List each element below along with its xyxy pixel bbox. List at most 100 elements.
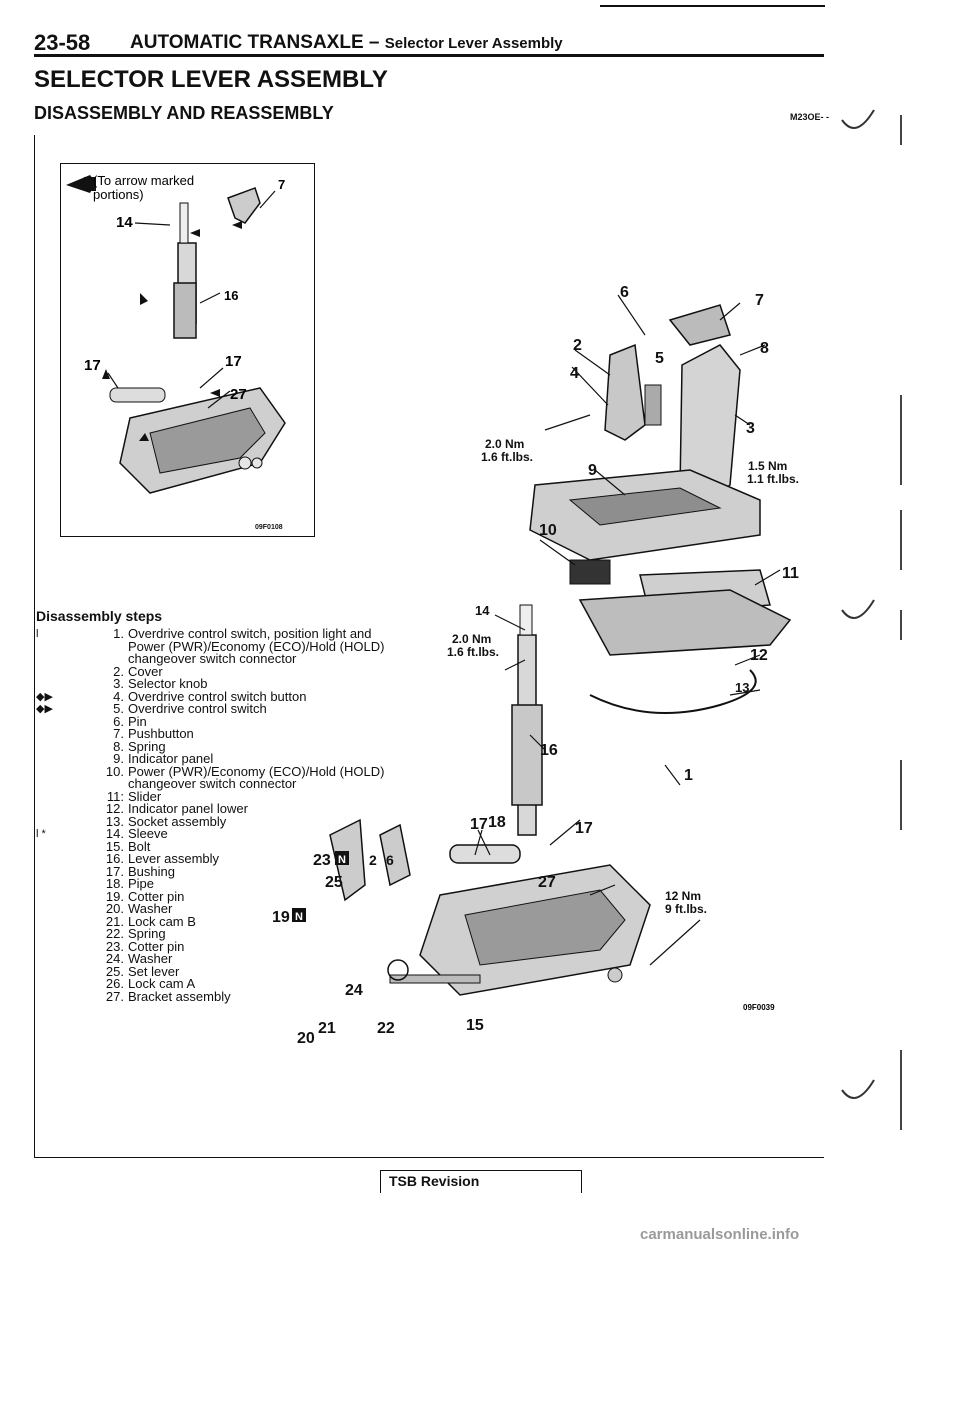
step-label: Pin [128,713,147,729]
svg-text:N: N [295,911,303,923]
list-item: 16.Lever assembly [36,852,436,866]
binder-line [900,610,902,640]
callout-27: 27 [230,386,247,403]
callout-16: 16 [224,288,238,303]
step-number: 11: [106,788,124,804]
step-label: Slider [128,788,162,804]
binder-line [900,1050,902,1130]
list-item: l 1. Overdrive control switch, position li… [36,626,436,641]
callout-14: 14 [475,603,490,618]
callout-8: 8 [760,340,769,357]
step-number: 13. [105,813,124,829]
step-label: Power (PWR)/Economy (ECO)/Hold (HOLD) [128,763,385,779]
step-label: Set lever [128,963,180,979]
step-label: changeover switch connector [128,776,297,791]
list-item: Power (PWR)/Economy (ECO)/Hold (HOLD) [36,638,436,654]
binder-marks [841,109,875,1099]
torque-ft: 9 ft.lbs. [665,902,707,916]
step-label: Cotter pin [128,888,185,904]
torque-nm: 12 Nm [665,889,701,903]
callout-7: 7 [755,292,764,309]
section-name: AUTOMATIC TRANSAXLE [130,32,364,53]
callout-22: 22 [377,1020,395,1037]
step-mark: l [36,628,39,640]
callout-2: 2 [573,337,582,354]
callout-5: 5 [655,350,664,367]
callout-13: 13 [735,680,749,695]
step-label: Overdrive control switch button [128,688,307,704]
callout-25: 25 [325,874,343,891]
step-number: 24. [105,951,124,966]
step-number: 12. [105,801,124,816]
subsection-name: Selector Lever Assembly [384,35,563,52]
torque-nm: 1.5 Nm [748,459,787,473]
step-label: Bolt [128,838,151,854]
service-badge: N [335,851,349,866]
callout-4: 4 [570,365,579,382]
step-number: 23. [105,938,124,954]
callout-19: 19 [272,909,290,926]
list-item: 27.Bracket assembly [36,988,436,1004]
step-number: 20. [105,901,124,916]
binder-line [900,115,902,145]
list-item: 9.Indicator panel [36,751,436,766]
torque-nm: 2.0 Nm [485,437,524,451]
callout-10: 10 [539,522,557,539]
list-item: 11:Slider [36,788,436,804]
step-number: 27. [105,988,124,1004]
step-label: Cotter pin [128,938,185,954]
step-number: 19. [105,888,124,904]
step-number: 4. [113,688,124,704]
step-label: Washer [128,901,173,916]
step-label: Pipe [128,876,155,891]
step-number: 6. [113,713,124,729]
header-rule [34,54,824,57]
callout-6: 6 [620,284,629,301]
step-number: 5. [113,701,124,716]
step-number: 21. [105,913,124,929]
step-number: 14. [105,826,124,841]
step-label: Power (PWR)/Economy (ECO)/Hold (HOLD) [128,638,385,654]
list-item: 18.Pipe [36,876,436,891]
step-label: Washer [128,951,173,966]
list-item: ◆▶ 4.Overdrive control switch button [36,688,436,704]
callout-17: 17 [470,816,488,833]
step-label: Overdrive control switch [128,701,267,716]
inset-note-line2: portions) [93,187,144,202]
callout-12: 12 [750,647,768,664]
callout-17: 17 [225,353,242,370]
step-label: changeover switch connector [128,651,297,666]
step-label: Sleeve [128,826,168,841]
step-number: 22. [105,926,124,941]
list-item: 26.Lock cam A [36,976,436,991]
step-number: 26. [105,976,124,991]
step-mark: ◆▶ [36,690,53,703]
step-label: Overdrive control switch, position light… [128,626,372,641]
list-item: 22. Spring [36,926,436,941]
list-item: changeover switch connector [36,776,436,791]
tsb-revision-label: TSB Revision [389,1173,480,1189]
header-top-rule [600,5,825,7]
inset-note-line1: (To arrow marked [93,173,194,188]
list-item: 10.Power (PWR)/Economy (ECO)/Hold (HOLD) [36,763,436,779]
step-label: Spring [128,926,166,941]
page-title: SELECTOR LEVER ASSEMBLY [34,66,388,93]
callout-17: 17 [575,820,593,837]
document-code: M23OE- - [790,112,830,122]
step-label: Socket assembly [128,813,227,829]
step-number: 15. [105,838,124,854]
list-item: 2.Cover [36,665,436,679]
torque-ft: 1.6 ft.lbs. [481,450,533,464]
callout-23: 23 [313,852,331,869]
list-item: 17.Bushing [36,865,436,879]
step-number: 1. [113,626,124,641]
list-item: 25.Set lever [36,963,436,979]
callout-1: 1 [684,767,693,784]
step-label: Spring [128,738,166,754]
callout-11: 11 [782,565,799,582]
step-number: 9. [113,751,124,766]
list-item: 24. Washer [36,951,436,966]
callout-6: 6 [386,852,394,868]
list-item: l *14.Sleeve [36,826,436,841]
svg-text:N: N [338,854,346,866]
